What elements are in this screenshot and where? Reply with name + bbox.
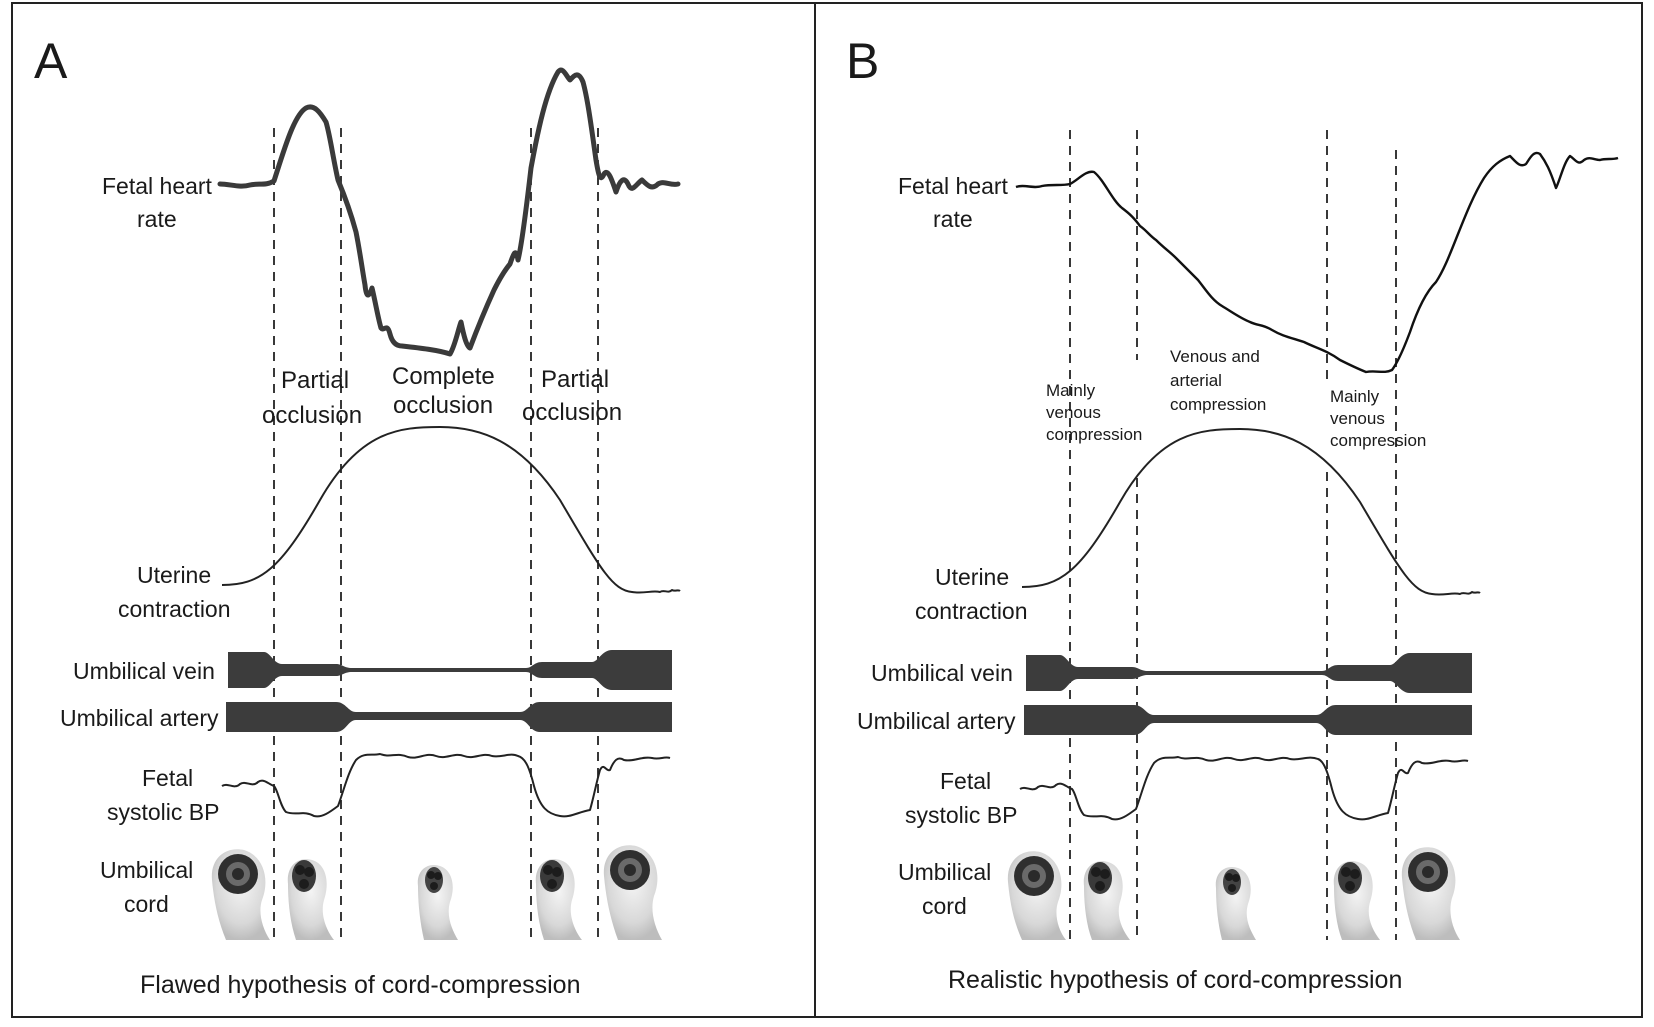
uc-label-line2: contraction: [118, 596, 231, 622]
umbilical-cord-cross-section: [603, 845, 662, 940]
umbilical-cord-cross-section: [211, 849, 270, 940]
phase-label-line2: venous: [1046, 403, 1101, 422]
bp-label-line2: systolic BP: [905, 802, 1017, 828]
umbilical-artery: [226, 702, 672, 732]
phase-label-line3: compression: [1170, 395, 1266, 414]
cord-label-line2: cord: [124, 891, 169, 917]
cord-label-line1: Umbilical: [100, 857, 193, 883]
phase-label-line2: venous: [1330, 409, 1385, 428]
vein-label: Umbilical vein: [871, 660, 1013, 686]
fetal-heart-rate-trace: [217, 67, 681, 357]
vein-label: Umbilical vein: [73, 658, 215, 684]
cord-label-line2: cord: [922, 893, 967, 919]
bp-label-line1: Fetal: [142, 765, 193, 791]
umbilical-cord-cross-section: [1007, 851, 1066, 940]
uc-label-line1: Uterine: [137, 562, 211, 588]
phase-label-line3: compression: [1330, 431, 1426, 450]
umbilical-cord-cross-section: [535, 859, 582, 940]
umbilical-cord-cross-section: [287, 859, 334, 940]
fhr-label-line2: rate: [933, 206, 973, 232]
panel-caption-a: Flawed hypothesis of cord-compression: [140, 971, 580, 999]
umbilical-cord-cross-section: [1333, 861, 1380, 940]
artery-label: Umbilical artery: [857, 708, 1016, 734]
umbilical-cord-cross-section: [1401, 847, 1460, 940]
phase-label-line1: Venous and: [1170, 347, 1260, 366]
phase-label-line2: occlusion: [522, 399, 622, 426]
uc-label-line2: contraction: [915, 598, 1028, 624]
panel-letter-b: B: [846, 33, 879, 89]
phase-label-line2: occlusion: [393, 392, 493, 419]
umbilical-vein: [228, 650, 672, 690]
umbilical-vein: [1026, 653, 1472, 693]
fetal-systolic-bp-trace: [221, 753, 671, 818]
fetal-systolic-bp-trace: [1019, 756, 1469, 821]
phase-label-line1: Mainly: [1330, 387, 1380, 406]
phase-label-line1: Partial: [541, 366, 609, 393]
phase-label-line2: occlusion: [262, 402, 362, 429]
umbilical-artery: [1024, 705, 1472, 735]
umbilical-cord-cross-section: [417, 864, 458, 940]
panel-b: B Fetal heart rate Uterine contraction U…: [846, 33, 1619, 994]
umbilical-cord-cross-section: [1083, 861, 1130, 940]
phase-label-line1: Mainly: [1046, 381, 1096, 400]
umbilical-cord-cross-section: [1215, 866, 1256, 940]
phase-label-line1: Partial: [281, 367, 349, 394]
phase-label-line1: Complete: [392, 363, 495, 390]
fhr-label-line1: Fetal heart: [102, 173, 213, 199]
fhr-label-line1: Fetal heart: [898, 173, 1009, 199]
artery-label: Umbilical artery: [60, 705, 219, 731]
fetal-heart-rate-trace: [1015, 151, 1619, 374]
bp-label-line2: systolic BP: [107, 799, 219, 825]
panel-a: A Fetal heart rate Uterine contraction U…: [34, 33, 681, 999]
bp-label-line1: Fetal: [940, 768, 991, 794]
phase-label-line2: arterial: [1170, 371, 1222, 390]
uterine-contraction-curve: [1021, 428, 1481, 596]
panel-letter-a: A: [34, 33, 68, 89]
fhr-label-line2: rate: [137, 206, 177, 232]
panel-caption-b: Realistic hypothesis of cord-compression: [948, 966, 1402, 994]
phase-label-line3: compression: [1046, 425, 1142, 444]
uterine-contraction-curve: [221, 426, 681, 594]
cord-label-line1: Umbilical: [898, 859, 991, 885]
uc-label-line1: Uterine: [935, 564, 1009, 590]
